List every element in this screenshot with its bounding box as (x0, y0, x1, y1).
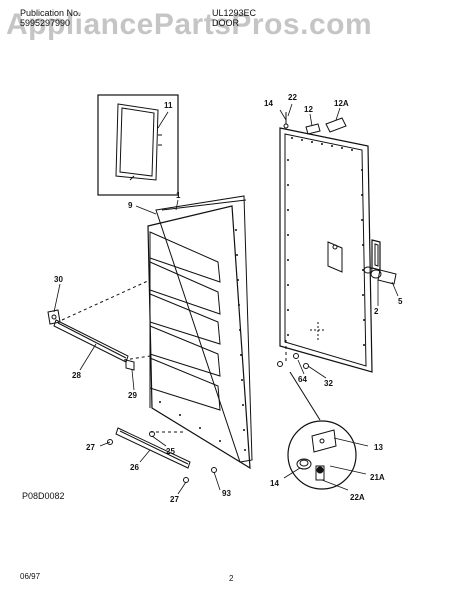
hinge-detail (287, 371, 357, 490)
callout-30: 30 (54, 275, 63, 284)
shelf-bar (47, 309, 135, 371)
callout-1: 1 (176, 191, 181, 200)
callout-27-bottom: 27 (170, 495, 179, 504)
callout-14: 14 (264, 99, 273, 108)
diagram-code: P08D0082 (22, 491, 65, 501)
callout-2: 2 (374, 307, 379, 316)
callout-12: 12 (304, 105, 313, 114)
callout-93: 93 (222, 489, 231, 498)
model-number: UL1293EC (212, 8, 257, 18)
leader-lines (53, 103, 399, 495)
outer-door-panel (279, 127, 373, 373)
callout-27-left: 27 (86, 443, 95, 452)
callout-26: 26 (130, 463, 139, 472)
watermark-text: AppliancePartsPros.com (6, 8, 373, 41)
callout-25: 25 (166, 447, 175, 456)
callout-21A: 21A (370, 473, 385, 482)
page-number: 2 (229, 574, 234, 583)
gasket-inset (97, 94, 179, 196)
callout-12A: 12A (334, 99, 349, 108)
section-title: DOOR (212, 18, 239, 28)
callout-11: 11 (164, 101, 173, 110)
callout-14-detail: 14 (270, 479, 279, 488)
callout-9: 9 (128, 201, 133, 210)
top-trim-pieces (283, 112, 347, 135)
publication-number: 5995297990 (20, 18, 71, 28)
inner-door-liner (147, 195, 253, 470)
bottom-bar (115, 427, 191, 469)
callout-22A: 22A (350, 493, 365, 502)
alignment-lines (61, 279, 287, 433)
callout-13: 13 (374, 443, 383, 452)
callout-32: 32 (324, 379, 333, 388)
callout-28: 28 (72, 371, 81, 380)
callout-22: 22 (288, 93, 297, 102)
callout-5: 5 (398, 297, 403, 306)
footer-date: 06/97 (20, 572, 41, 581)
callout-29: 29 (128, 391, 137, 400)
handle-assembly (327, 239, 397, 285)
publication-label: Publication No. (20, 8, 81, 18)
callout-64: 64 (298, 375, 307, 384)
